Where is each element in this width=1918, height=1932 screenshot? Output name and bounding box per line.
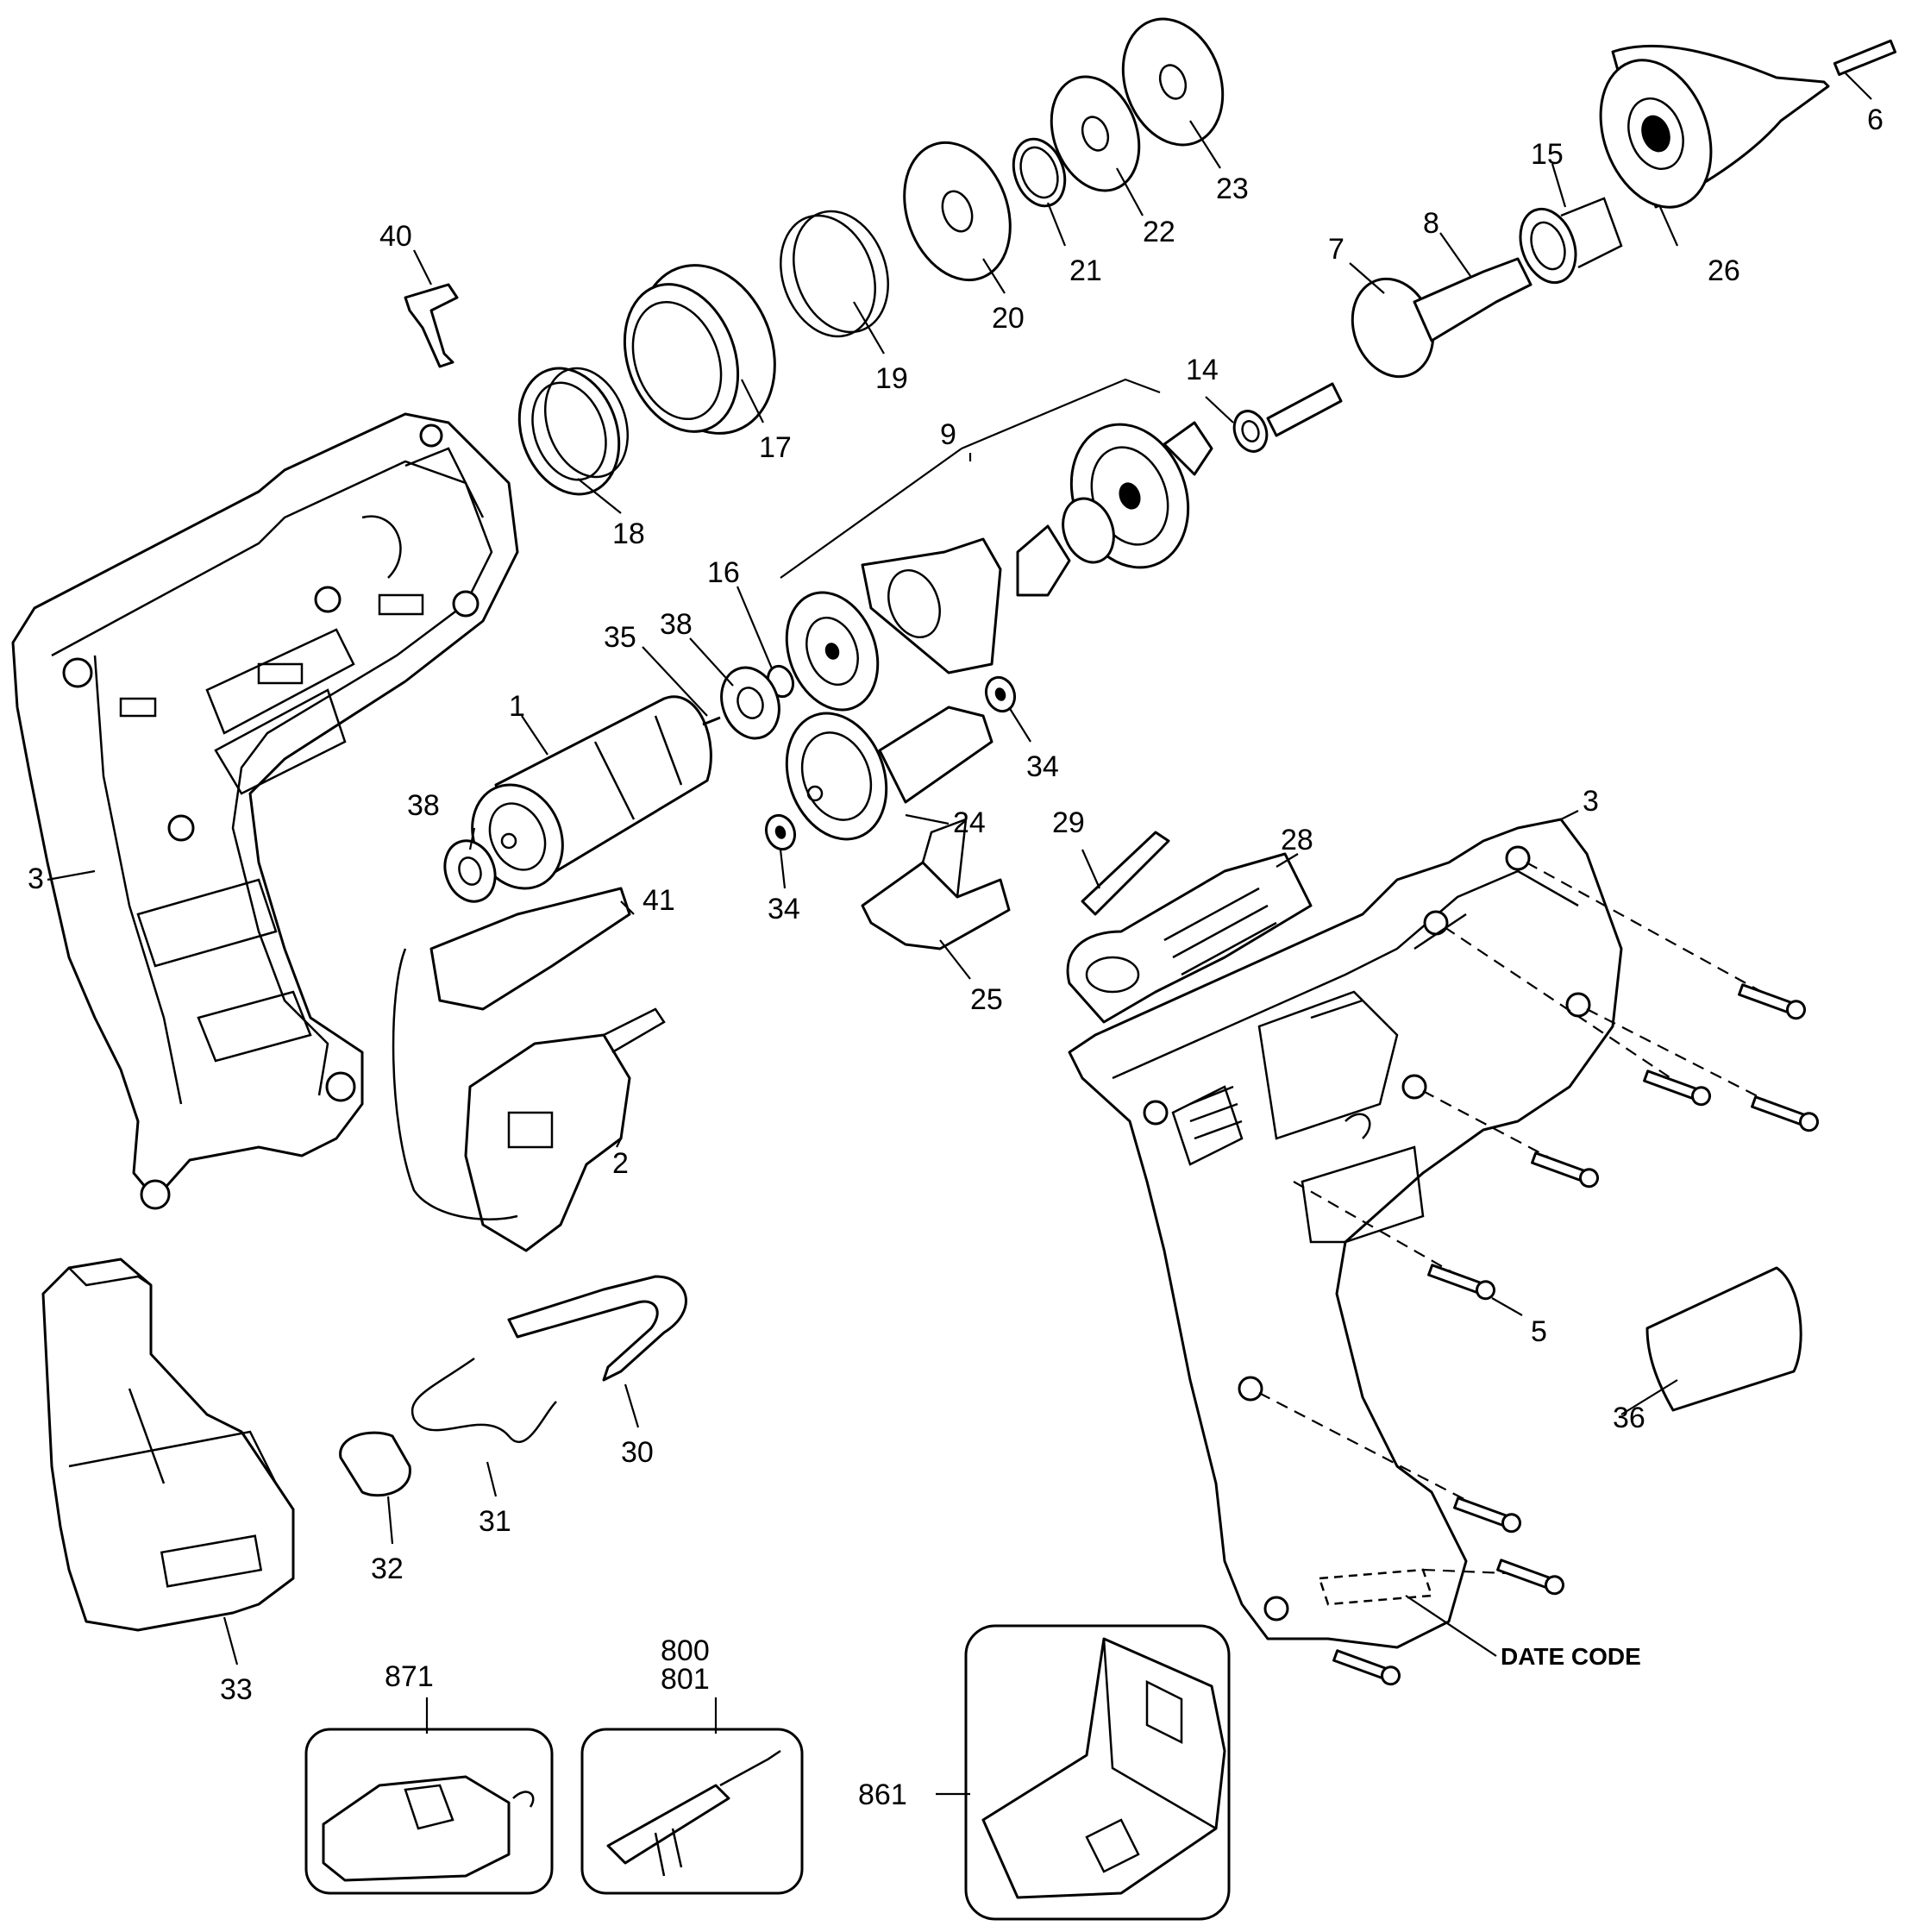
left-housing-half: [11, 412, 519, 1210]
part-33-battery: [41, 1258, 295, 1632]
part-9-gear-assembly: [785, 421, 1213, 712]
label-801: 801: [661, 1663, 710, 1696]
label-28: 28: [1281, 824, 1313, 856]
part-41-shield: [429, 887, 631, 1011]
accessory-box-charger: [304, 1728, 554, 1895]
label-16: 16: [707, 556, 740, 589]
part-38-bearing-upper: [720, 666, 780, 740]
part-14-washer: [1232, 410, 1269, 453]
label-34-lower: 34: [768, 893, 800, 925]
label-38-lower: 38: [407, 789, 440, 822]
label-23: 23: [1216, 172, 1249, 205]
part-31-wire: [411, 1357, 557, 1444]
leader-lines: [47, 72, 1872, 1796]
label-33: 33: [220, 1673, 253, 1706]
label-800: 800: [661, 1634, 710, 1667]
label-17: 17: [759, 431, 792, 464]
part-26-chuck: [1599, 45, 1830, 209]
label-26: 26: [1708, 254, 1740, 287]
label-31: 31: [479, 1505, 511, 1538]
label-8: 8: [1423, 207, 1439, 240]
part-20-washer: [903, 141, 1012, 282]
part-32-cap: [339, 1431, 411, 1497]
label-3-left: 3: [28, 862, 44, 895]
part-34-bearing-lower: [764, 813, 797, 851]
accessory-box-tool: [580, 1728, 804, 1895]
label-861: 861: [858, 1778, 907, 1811]
label-1: 1: [509, 690, 525, 723]
housing-screws: [1332, 983, 1820, 1686]
label-25: 25: [970, 983, 1003, 1016]
part-22-washer: [1050, 75, 1141, 192]
part-30-clip: [507, 1275, 687, 1382]
part-17-gear-housing: [623, 264, 776, 435]
part-labels: 40 17 19 20 21 22 23 6 15 8 7 26 14 9 18…: [28, 104, 1884, 1811]
label-30: 30: [621, 1436, 654, 1469]
label-871: 871: [385, 1660, 434, 1693]
label-38-upper: 38: [660, 608, 693, 641]
part-38-bearing-lower: [443, 839, 497, 903]
label-20: 20: [992, 302, 1025, 335]
part-34-bearing-upper: [984, 675, 1017, 713]
label-24: 24: [953, 806, 986, 839]
label-2: 2: [612, 1147, 629, 1180]
label-14: 14: [1186, 354, 1219, 386]
label-40: 40: [379, 220, 412, 253]
label-34-upper: 34: [1026, 750, 1059, 783]
part-36-label: [1645, 1266, 1802, 1412]
part-1-motor: [471, 695, 721, 890]
label-19: 19: [875, 362, 908, 395]
part-2-switch: [392, 948, 666, 1252]
accessory-box-case: [964, 1624, 1231, 1921]
label-35: 35: [604, 621, 636, 654]
label-21: 21: [1069, 254, 1102, 287]
part-24-gear-shaft: [785, 706, 993, 841]
part-18-ring-gear: [517, 367, 630, 496]
label-7: 7: [1328, 233, 1344, 266]
part-28-bit-holder: [1066, 852, 1313, 1024]
label-22: 22: [1143, 216, 1175, 248]
label-date-code: DATE CODE: [1501, 1643, 1641, 1670]
part-6-screw: [1833, 39, 1897, 76]
part-29-bit: [1081, 831, 1170, 916]
label-29: 29: [1052, 806, 1085, 839]
part-19-spring: [780, 210, 889, 338]
label-41: 41: [642, 884, 675, 917]
part-15-spacer: [1519, 197, 1623, 285]
label-6: 6: [1867, 104, 1884, 136]
label-5: 5: [1531, 1315, 1547, 1348]
label-9: 9: [940, 418, 956, 451]
part-40-clip: [404, 283, 459, 368]
label-18: 18: [612, 518, 645, 550]
label-36: 36: [1613, 1402, 1645, 1434]
label-3-right: 3: [1583, 785, 1599, 818]
part-21-ring: [1012, 137, 1067, 208]
part-7-8-spindle: [1266, 257, 1533, 437]
part-25-bracket: [861, 818, 1011, 950]
right-housing-half: [1068, 818, 1623, 1649]
label-15: 15: [1531, 138, 1564, 171]
part-23-washer: [1121, 17, 1225, 147]
label-32: 32: [371, 1552, 404, 1585]
